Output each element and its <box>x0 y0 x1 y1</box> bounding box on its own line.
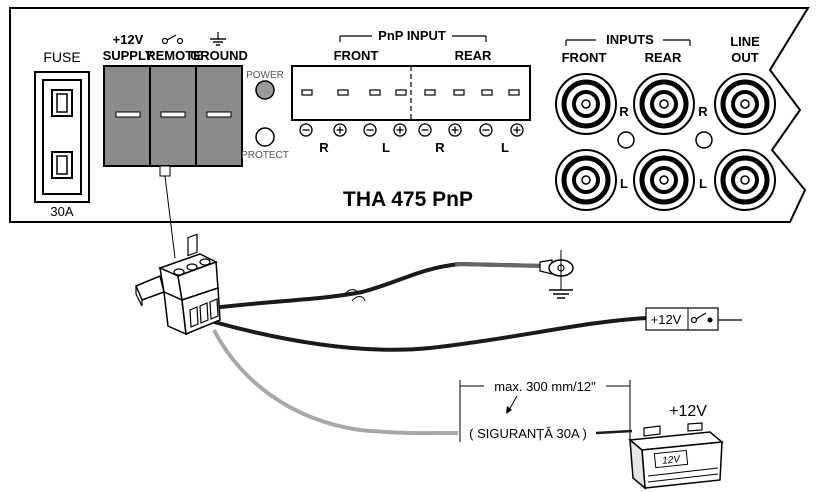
fuse-holder <box>34 71 90 203</box>
line-out-label-1: LINE <box>730 34 760 49</box>
channel-r-label: R <box>698 104 708 119</box>
battery-face-label: 12V <box>662 454 682 467</box>
remote-switch-icon <box>690 312 713 324</box>
power-led <box>255 80 275 100</box>
plus-terminal-icon <box>333 123 347 137</box>
ring-terminal <box>539 250 574 290</box>
pnp-pin-slot <box>395 89 407 96</box>
ground-icon <box>210 32 226 46</box>
ground-wire <box>211 261 546 310</box>
pnp-rear-label: REAR <box>455 48 492 63</box>
battery <box>628 422 724 490</box>
pnp-input-title: PnP INPUT <box>378 28 446 43</box>
rca-jack <box>633 73 695 135</box>
plus-terminal-icon <box>448 123 462 137</box>
minus-terminal-icon <box>479 123 493 137</box>
ground-label: GROUND <box>190 48 248 63</box>
rca-jacks <box>555 73 776 211</box>
battery-lead <box>595 429 633 435</box>
ground-symbol-icon <box>549 289 573 299</box>
line-out-label-2: OUT <box>731 50 759 65</box>
jack-separator-dot <box>695 131 713 149</box>
pnp-polarity-row <box>299 123 524 137</box>
fuse-label: FUSE <box>43 49 80 65</box>
channel-l-label: L <box>699 176 707 191</box>
pnp-channel-label: R <box>319 140 329 155</box>
pnp-pin-slot <box>301 89 313 96</box>
protect-led <box>255 127 275 147</box>
power-wire <box>212 329 459 436</box>
supply-label: SUPPLY <box>103 48 154 63</box>
jack-separator-dot <box>617 131 635 149</box>
minus-terminal-icon <box>363 123 377 137</box>
pnp-connector <box>291 65 531 121</box>
inline-fuse-label: ( SIGURANȚĂ 30A ) <box>469 426 587 441</box>
pnp-pin-slot <box>337 89 349 96</box>
remote-label: REMOTE <box>146 48 202 63</box>
remote-12v-box <box>645 307 719 331</box>
pnp-pin-slot <box>369 89 381 96</box>
pnp-channel-label: L <box>501 140 509 155</box>
rca-jack <box>633 149 695 211</box>
pnp-pin-slot <box>508 89 520 96</box>
minus-terminal-icon <box>418 123 432 137</box>
power-led-label: POWER <box>246 70 284 81</box>
battery-voltage-label: +12V <box>669 403 707 420</box>
inputs-rear-label: REAR <box>645 50 682 65</box>
switch-icon <box>161 34 184 45</box>
channel-l-label: L <box>620 176 628 191</box>
pnp-pin-slot <box>481 89 493 96</box>
amplifier-panel: FUSE 30A +12V SUPPLY REMOTE GROUND <box>9 7 810 223</box>
rca-jack <box>714 73 776 135</box>
remote-wire <box>213 316 647 352</box>
inputs-front-label: FRONT <box>562 50 607 65</box>
pnp-channel-label: R <box>435 140 445 155</box>
inputs-title: INPUTS <box>606 32 654 47</box>
ground-wire-tip <box>454 262 546 268</box>
wiring: +12V max. 300 mm/12" ( SIGURANȚĂ 30A ) +… <box>135 175 742 490</box>
pnp-pin-slot <box>424 89 436 96</box>
channel-r-label: R <box>619 104 629 119</box>
wire-break-mark <box>344 289 366 302</box>
minus-terminal-icon <box>299 123 313 137</box>
inputs-title-bracket <box>565 39 691 46</box>
protect-led-label: PROTECT <box>241 150 289 161</box>
remote-12v-label: +12V <box>651 312 682 327</box>
plus-terminal-icon <box>393 123 407 137</box>
rca-jack <box>555 149 617 211</box>
model-name: THA 475 PnP <box>343 188 473 211</box>
fuse-distance-label: max. 300 mm/12" <box>494 379 596 394</box>
power-terminal-block <box>103 65 243 177</box>
pnp-channel-label: L <box>382 140 390 155</box>
pnp-input-title-bracket <box>339 35 487 42</box>
power-plug-connector <box>135 233 221 336</box>
pnp-pins <box>301 89 520 96</box>
pnp-pin-slot <box>453 89 465 96</box>
rca-jack <box>555 73 617 135</box>
connector-leader-line <box>164 175 176 259</box>
rca-jack <box>714 149 776 211</box>
pnp-front-label: FRONT <box>334 48 379 63</box>
plus-terminal-icon <box>510 123 524 137</box>
supply-top-label: +12V <box>113 32 144 47</box>
fuse-rating: 30A <box>50 204 73 219</box>
